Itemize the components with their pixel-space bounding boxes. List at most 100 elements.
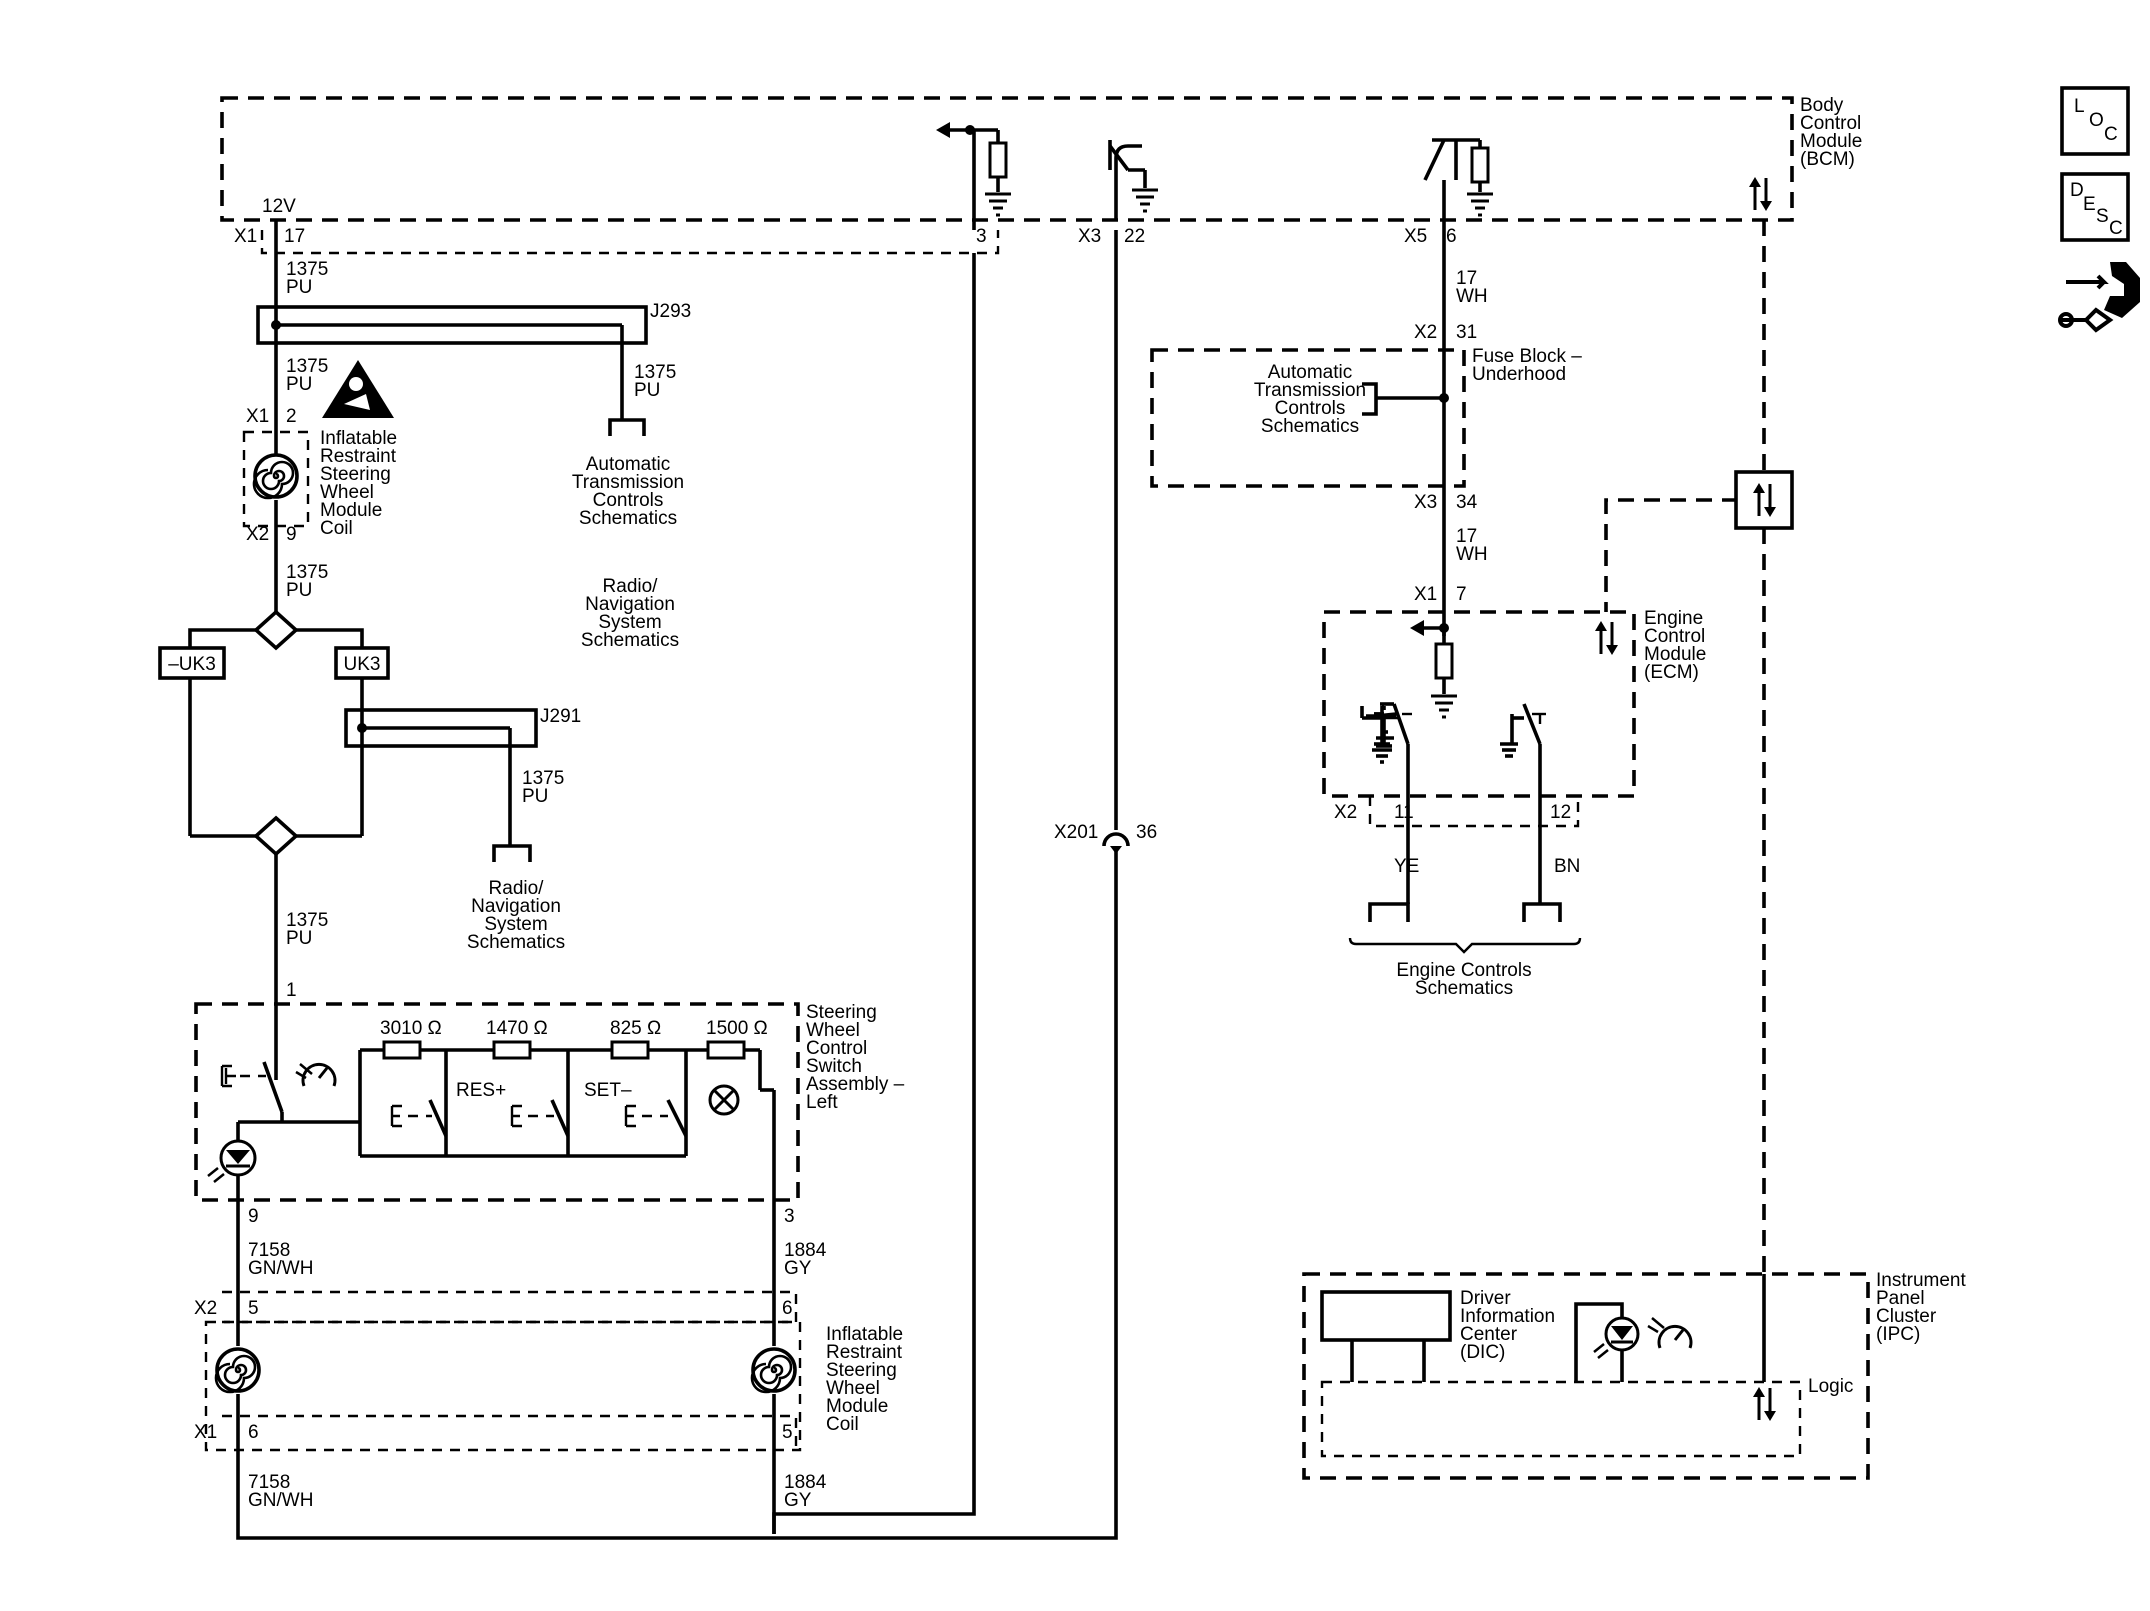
svg-text:1884: 1884 — [784, 1472, 827, 1493]
engine-connector-bn — [1522, 902, 1562, 922]
x5-connector-label: X5 — [1404, 226, 1427, 247]
ipc-logic-box — [1320, 1380, 1802, 1458]
svg-text:Schematics: Schematics — [1261, 416, 1359, 437]
j293-splice-pack — [256, 305, 648, 345]
engine-schematics-label: Engine Controls Schematics — [1396, 960, 1531, 999]
svg-text:Controls: Controls — [593, 490, 664, 511]
svg-text:Restraint: Restraint — [826, 1342, 903, 1363]
switch-pin-9: 9 — [248, 1206, 259, 1227]
connector-tool-icon[interactable] — [2058, 262, 2140, 333]
svg-text:PU: PU — [286, 374, 312, 395]
svg-text:Control: Control — [806, 1038, 867, 1059]
fuse-pin-31: 31 — [1456, 322, 1477, 343]
switch-pin-3: 3 — [784, 1206, 795, 1227]
lower-coil-x2-pin-l: 5 — [248, 1298, 259, 1319]
res-plus-label: RES+ — [456, 1080, 506, 1101]
x3-pin-22: 22 — [1124, 226, 1145, 247]
bcm-pullup-circuit — [936, 122, 1013, 217]
svg-text:S: S — [2096, 206, 2109, 227]
lower-coil-x1-strip — [222, 1414, 798, 1446]
ecm-pin-11: 11 — [1394, 802, 1414, 823]
j293-label: J293 — [650, 301, 691, 322]
svg-text:(IPC): (IPC) — [1876, 1324, 1920, 1345]
svg-text:(BCM): (BCM) — [1800, 149, 1855, 170]
bcm-x3-ground-switch — [1108, 140, 1160, 213]
svg-text:Schematics: Schematics — [1415, 978, 1513, 999]
cruise-switch — [220, 1061, 284, 1122]
svg-text:Steering: Steering — [320, 464, 391, 485]
resistor-1500-label: 1500 Ω — [706, 1018, 768, 1039]
svg-text:1375: 1375 — [286, 562, 328, 583]
svg-text:Wheel: Wheel — [826, 1378, 880, 1399]
svg-text:Body: Body — [1800, 95, 1844, 116]
svg-text:Engine Controls: Engine Controls — [1396, 960, 1531, 981]
x201-inline-connector — [1102, 832, 1130, 847]
wire-label-17-wh-1: 17 WH — [1456, 268, 1488, 307]
led-icon — [207, 1139, 257, 1183]
svg-text:Center: Center — [1460, 1324, 1518, 1345]
uk3-option-box — [334, 646, 390, 680]
airbag-warning-icon — [322, 360, 394, 418]
svg-text:O: O — [2089, 110, 2104, 131]
desc-button[interactable]: D E S C — [2060, 172, 2130, 242]
fuse-block-box — [1150, 348, 1466, 488]
svg-text:17: 17 — [1456, 268, 1477, 289]
x201-label: X201 — [1054, 822, 1098, 843]
fuse-x2-label: X2 — [1414, 322, 1437, 343]
wire-label-1375-pu-4: 1375 PU — [286, 562, 328, 601]
engine-connector-ye — [1368, 902, 1410, 922]
svg-text:1884: 1884 — [784, 1240, 827, 1261]
svg-text:Wheel: Wheel — [320, 482, 374, 503]
svg-text:Module: Module — [826, 1396, 888, 1417]
fuse-block-label: Fuse Block – Underhood — [1472, 346, 1582, 385]
x3-connector-label: X3 — [1078, 226, 1101, 247]
switch-default — [390, 1099, 448, 1137]
ecm-module-box — [1322, 610, 1636, 798]
svg-text:Module: Module — [1644, 644, 1706, 665]
svg-text:7158: 7158 — [248, 1240, 290, 1261]
fuse-pin-34: 34 — [1456, 492, 1478, 513]
svg-text:GN/WH: GN/WH — [248, 1490, 313, 1511]
ipc-cruise-gauge-icon — [1647, 1317, 1693, 1349]
lamp-cross-icon — [708, 1084, 740, 1116]
svg-text:Coil: Coil — [826, 1414, 859, 1435]
ecm-connector-strip — [1368, 796, 1580, 828]
ipc-serial-data-arrows — [1751, 1385, 1778, 1423]
svg-text:Control: Control — [1644, 626, 1705, 647]
svg-text:GY: GY — [784, 1490, 812, 1511]
wire-label-1375-pu-2: 1375 PU — [286, 356, 328, 395]
svg-text:Transmission: Transmission — [1254, 380, 1366, 401]
svg-text:Restraint: Restraint — [320, 446, 397, 467]
coil-upper-x1-label: X1 — [246, 406, 269, 427]
res-plus-switch — [510, 1099, 570, 1137]
wire-label-1375-pu-1: 1375 PU — [286, 259, 328, 298]
bcm-title: Body Control Module (BCM) — [1800, 95, 1862, 170]
engine-schematics-bracket — [1348, 937, 1582, 954]
lower-coil-x1-label: X1 — [194, 1422, 217, 1443]
ecm-pin-12: 12 — [1550, 802, 1571, 823]
svg-text:Fuse Block –: Fuse Block – — [1472, 346, 1582, 367]
svg-text:Information: Information — [1460, 1306, 1555, 1327]
wire-label-1884-gy-1: 1884 GY — [784, 1240, 827, 1279]
svg-text:Module: Module — [320, 500, 382, 521]
svg-text:Transmission: Transmission — [572, 472, 684, 493]
svg-text:GY: GY — [784, 1258, 812, 1279]
loc-button[interactable]: L O C — [2060, 86, 2130, 156]
svg-text:Wheel: Wheel — [806, 1020, 860, 1041]
svg-text:Driver: Driver — [1460, 1288, 1511, 1309]
lower-coil-x2-label: X2 — [194, 1298, 217, 1319]
atc-connector-1 — [608, 418, 646, 436]
svg-text:7158: 7158 — [248, 1472, 290, 1493]
svg-text:PU: PU — [286, 277, 312, 298]
svg-text:Automatic: Automatic — [586, 454, 670, 475]
svg-text:Navigation: Navigation — [471, 896, 561, 917]
ecm-label: Engine Control Module (ECM) — [1644, 608, 1706, 683]
resistor-1500 — [706, 1040, 746, 1060]
svg-text:PU: PU — [286, 580, 312, 601]
set-minus-switch — [624, 1099, 688, 1137]
svg-text:Left: Left — [806, 1092, 838, 1113]
coil-upper-pin-9: 9 — [286, 524, 297, 545]
bcm-serial-data-arrows — [1747, 175, 1774, 213]
svg-text:Steering: Steering — [806, 1002, 877, 1023]
